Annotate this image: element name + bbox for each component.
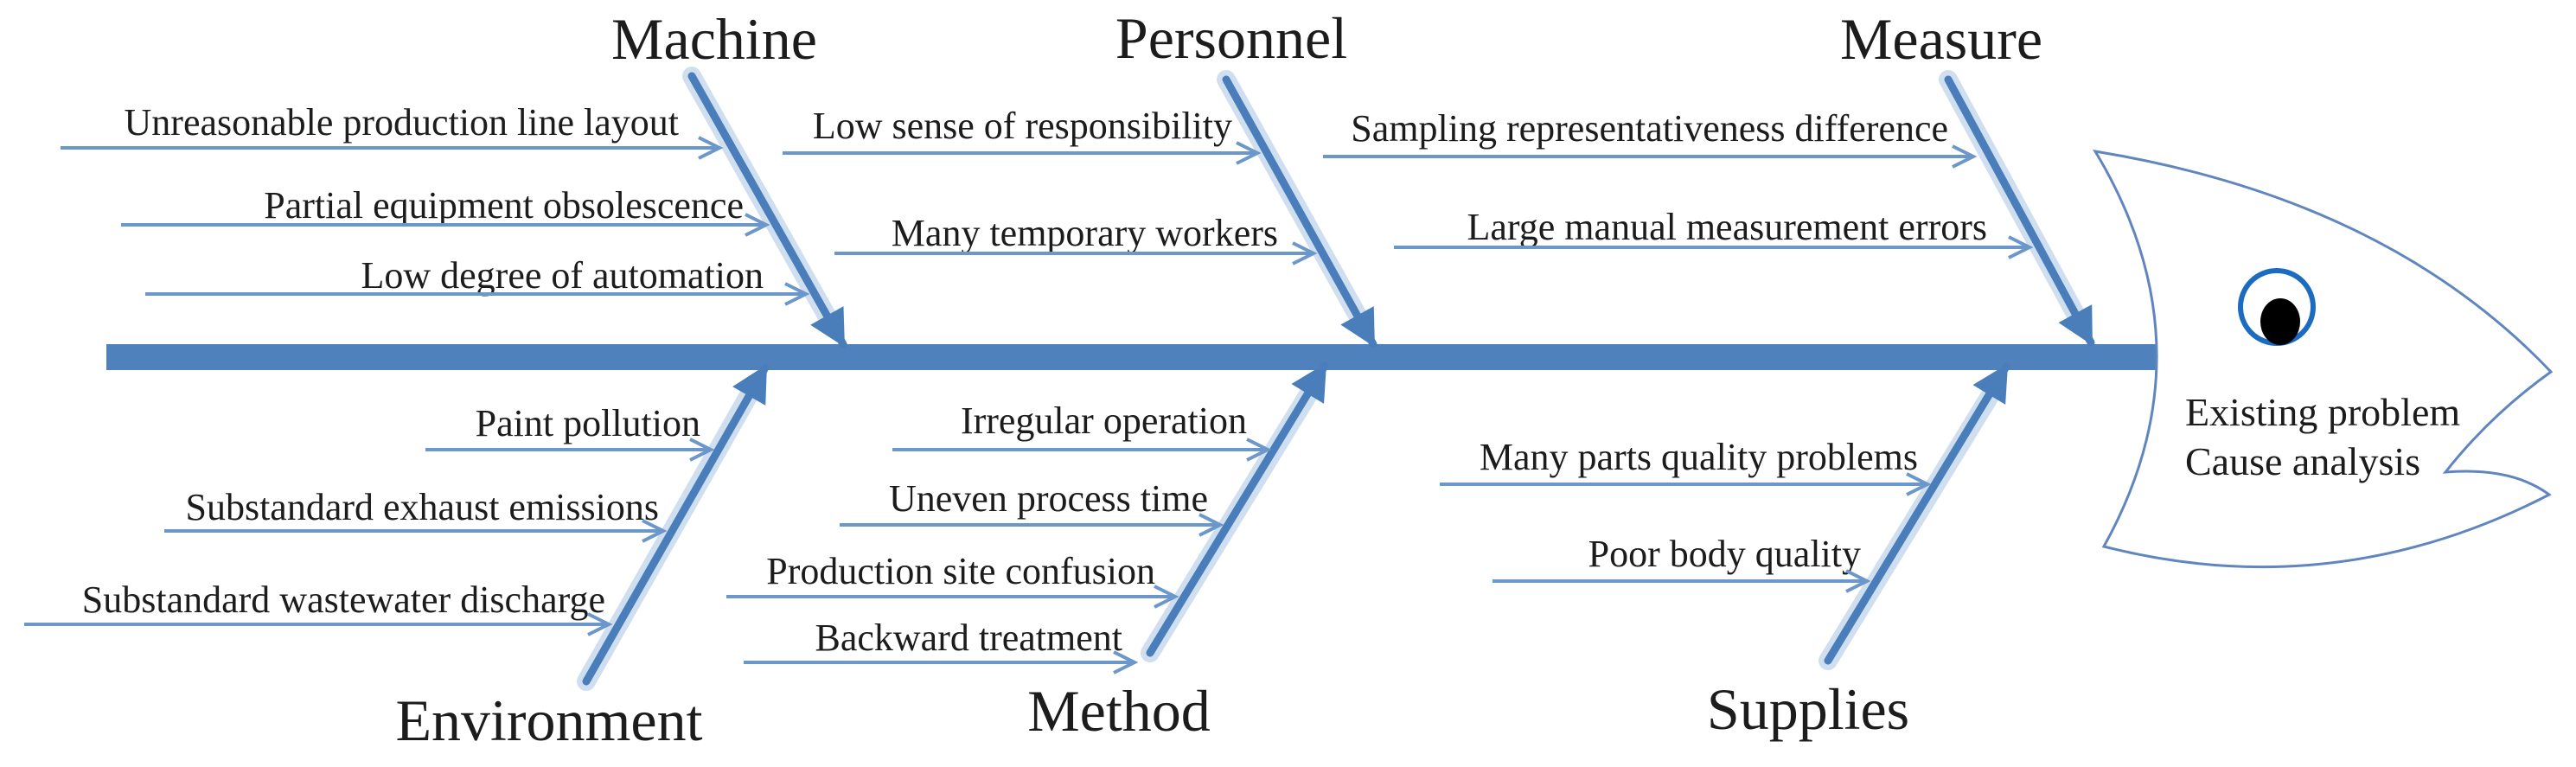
branch-label-machine: Machine [611,6,817,72]
fish-head: Existing problem Cause analysis [2093,149,2554,569]
fish-head-outline [2093,149,2554,569]
cause-method-3: Production site confusion [726,550,1179,609]
cause-label: Many temporary workers [892,212,1278,254]
branch-label-method: Method [1027,678,1211,744]
branch-label-personnel: Personnel [1115,5,1347,71]
measure-bone-arrow [1944,75,2095,347]
cause-environment-2: Substandard exhaust emissions [164,486,668,543]
cause-machine-3: Low degree of automation [145,254,810,306]
cause-label: Unreasonable production line layout [125,101,679,144]
cause-label: Uneven process time [889,477,1208,520]
fish-spine [106,344,2165,370]
branch-label-environment: Environment [395,687,702,753]
cause-supplies-1: Many parts quality problems [1440,436,1932,496]
eye-pupil [2260,298,2300,345]
cause-label: Irregular operation [961,399,1247,442]
branch-label-supplies: Supplies [1707,676,1909,742]
branch-method: Method Irregular operation Uneven proces… [726,361,1329,744]
cause-label: Partial equipment obsolescence [264,184,744,227]
cause-label: Large manual measurement errors [1467,206,1987,248]
machine-bone-arrow [687,72,847,348]
cause-label: Low sense of responsibility [813,105,1232,147]
environment-bone-arrow [582,363,770,686]
cause-label: Substandard exhaust emissions [185,486,659,528]
cause-label: Substandard wastewater discharge [82,578,605,621]
cause-method-1: Irregular operation [892,399,1272,462]
branch-supplies: Supplies Many parts quality problems Poo… [1440,362,2010,742]
cause-personnel-2: Many temporary workers [834,212,1318,265]
cause-label: Sampling representativeness difference [1351,107,1948,150]
cause-personnel-1: Low sense of responsibility [783,105,1262,165]
problem-statement-line1: Existing problem [2185,390,2460,434]
cause-label: Low degree of automation [361,254,764,297]
cause-machine-2: Partial equipment obsolescence [121,184,770,237]
problem-statement-line2: Cause analysis [2185,439,2420,483]
cause-method-2: Uneven process time [840,477,1224,537]
branch-measure: Measure Sampling representativeness diff… [1323,6,2095,347]
cause-label: Poor body quality [1588,533,1861,575]
branch-label-measure: Measure [1840,6,2042,72]
personnel-bone-arrow [1222,75,1377,348]
cause-label: Backward treatment [815,617,1122,659]
branch-machine: Machine Unreasonable production line lay… [61,6,847,348]
fish-eye-icon [2238,268,2316,346]
cause-label: Production site confusion [766,550,1155,592]
cause-environment-1: Paint pollution [425,402,715,462]
method-bone-arrow [1146,361,1329,657]
cause-measure-2: Large manual measurement errors [1394,206,2034,259]
cause-label: Paint pollution [476,402,700,444]
cause-environment-3: Substandard wastewater discharge [24,578,613,636]
branch-environment: Environment Paint pollution Substandard … [24,363,770,753]
cause-label: Many parts quality problems [1480,436,1918,478]
cause-measure-1: Sampling representativeness difference [1323,107,1978,169]
cause-machine-1: Unreasonable production line layout [61,101,724,160]
cause-method-4: Backward treatment [744,617,1139,674]
branch-personnel: Personnel Low sense of responsibility Ma… [783,5,1377,348]
cause-supplies-2: Poor body quality [1493,533,1871,593]
supplies-bone-arrow [1824,362,2010,665]
